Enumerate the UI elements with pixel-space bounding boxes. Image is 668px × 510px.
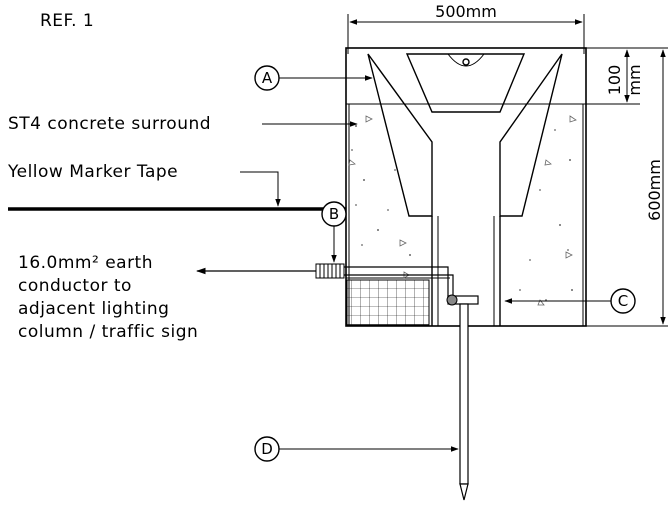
gravel-mesh — [346, 279, 430, 326]
width-dimension: 500mm — [347, 2, 585, 54]
callout-d: D — [254, 436, 459, 462]
depth-dimensions: 100 mm 600mm — [586, 47, 668, 327]
top-depth-label-1: 100 — [605, 65, 624, 96]
earth-rod — [446, 294, 479, 501]
earth-conductor — [196, 263, 454, 298]
tape-label: Yellow Marker Tape — [7, 162, 178, 182]
earth-label-line-1: 16.0mm² earth — [18, 253, 153, 273]
callout-a-letter: A — [262, 69, 273, 87]
chamber-frame — [367, 53, 563, 326]
callout-b-letter: B — [329, 205, 339, 223]
height-label: 600mm — [645, 159, 664, 221]
drawing-title: REF. 1 — [40, 11, 94, 31]
tape-leader — [240, 171, 281, 207]
earth-label-line-4: column / traffic sign — [18, 322, 198, 342]
earth-label-line-3: adjacent lighting — [18, 299, 169, 319]
callout-c-letter: C — [618, 292, 628, 310]
callout-a: A — [254, 65, 373, 91]
callout-b: B — [321, 201, 347, 263]
earth-label-line-2: conductor to — [18, 276, 132, 296]
callout-d-letter: D — [261, 440, 273, 458]
top-depth-label-2: mm — [625, 64, 644, 95]
callout-c: C — [504, 288, 636, 314]
width-label: 500mm — [435, 2, 497, 21]
concrete-label: ST4 concrete surround — [8, 114, 211, 134]
